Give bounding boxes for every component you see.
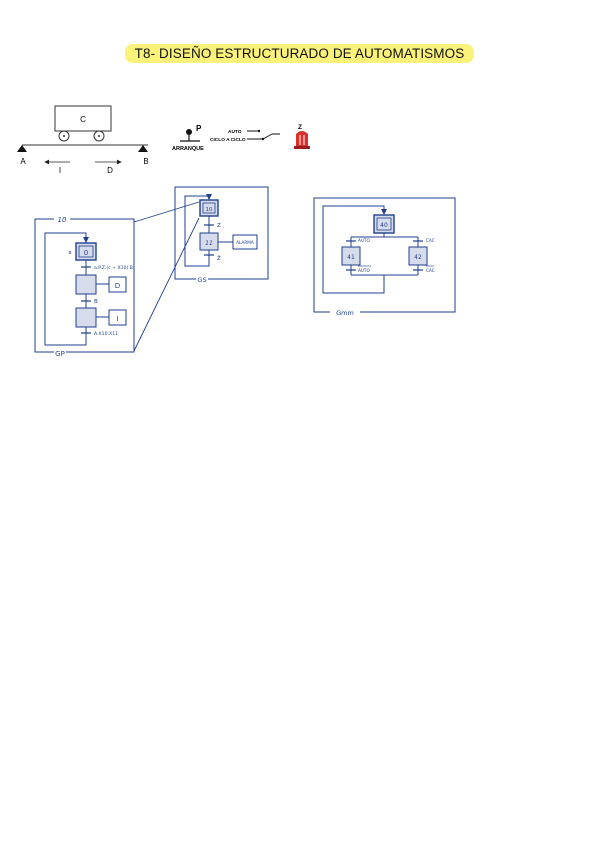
gs-group-label: GS — [197, 276, 206, 284]
gp-group-label: GP — [55, 350, 65, 358]
gmm-transition-left-bottom-label: AUTO — [358, 268, 370, 273]
gs-frame — [174, 186, 269, 280]
gs-step-11-label: 11 — [205, 240, 213, 247]
start-button-label: P — [196, 124, 202, 133]
dir-right-label: D — [107, 166, 113, 175]
gmm-loop-line — [322, 205, 387, 294]
gp-grafcet: 10 GP 0 a a.P.Z.(c + X10).B D B I A.X10.… — [34, 201, 200, 358]
gp-loop-line — [44, 232, 89, 346]
gp-action-2 — [108, 309, 127, 326]
selector-switch-icon — [262, 133, 273, 140]
gp-action-1 — [108, 276, 127, 293]
gmm-transition-right-bottom-label: CAC — [426, 268, 435, 273]
cart-body — [54, 105, 112, 132]
gp-transition-1-label: a.P.Z.(c + X10).B — [94, 265, 133, 271]
gmm-transition-left-top-label: AUTO — [358, 238, 370, 243]
start-button-icon — [186, 129, 192, 135]
gs-step-10-label: 10 — [206, 207, 213, 213]
gp-step-1 — [75, 274, 97, 295]
controls: P ARRANQUE AUTO CICLO A CICLO Z — [172, 124, 310, 152]
gs-action-11 — [232, 234, 258, 250]
gp-step-2 — [75, 307, 97, 328]
gp-macro-label: 10 — [58, 216, 67, 224]
gmm-step-42-label: 42 — [414, 254, 422, 261]
alarm-label: Z — [298, 124, 302, 131]
stop-a-icon — [17, 145, 27, 152]
start-caption: ARRANQUE — [172, 146, 204, 152]
gp-frame — [34, 218, 135, 353]
stop-b-label: B — [143, 157, 148, 166]
title-wrap: T8- DISEÑO ESTRUCTURADO DE AUTOMATISMOS — [0, 44, 599, 63]
switch-cycle-label: CICLO A CICLO — [210, 137, 246, 143]
gp-action-1-label: D — [115, 282, 120, 290]
gp-action-2-label: I — [116, 315, 118, 323]
gmm-grafcet: Gmm 40 AUTO 41 AUTO CAC 42 CAC — [313, 197, 456, 317]
zoom-line-top — [133, 201, 200, 223]
stop-b-icon — [138, 145, 148, 152]
gp-transition-3-label: A.X10.X11 — [94, 331, 118, 337]
page-title: T8- DISEÑO ESTRUCTURADO DE AUTOMATISMOS — [124, 44, 475, 63]
stop-a-label: A — [20, 157, 26, 166]
gp-step-0-label: 0 — [84, 249, 88, 257]
alarm-beacon-icon — [294, 131, 310, 149]
cart-diagram: C A B I D — [17, 105, 149, 175]
gp-initial-mark: a — [68, 250, 71, 256]
zoom-line-bottom — [133, 217, 200, 352]
dir-left-label: I — [59, 166, 61, 175]
switch-auto-label: AUTO — [228, 129, 242, 135]
gp-transition-2-label: B — [94, 299, 98, 305]
gmm-step-40-label: 40 — [380, 222, 388, 229]
gmm-frame — [313, 197, 456, 313]
gmm-transition-right-top-label: CAC — [426, 238, 435, 243]
cart-label: C — [80, 115, 86, 124]
gs-transition-2-label: Z̄ — [217, 255, 221, 262]
gmm-step-41-label: 41 — [347, 254, 355, 261]
gs-action-11-label: ALARMA — [236, 240, 254, 245]
gs-grafcet: GS 10 Z 11 ALARMA Z̄ — [174, 186, 269, 284]
gs-transition-1-label: Z — [217, 223, 221, 229]
gs-loop-line — [184, 194, 212, 267]
gmm-group-label: Gmm — [336, 309, 354, 317]
